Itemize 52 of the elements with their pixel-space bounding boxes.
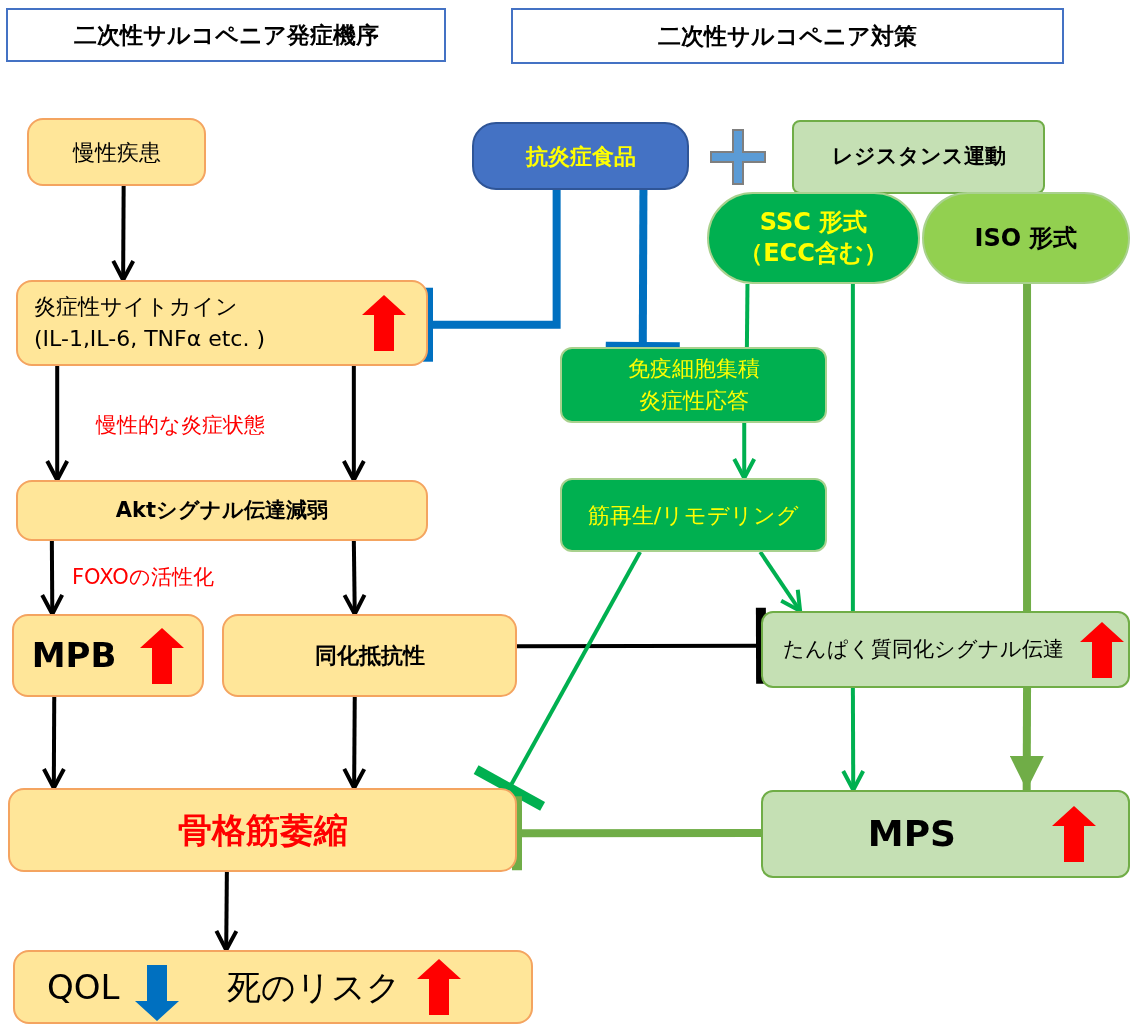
box-label: Aktシグナル伝達減弱 xyxy=(115,496,329,524)
arrow xyxy=(214,872,239,952)
box-label: MPB xyxy=(31,634,117,677)
arrow xyxy=(342,540,367,616)
box-label: ISO 形式 xyxy=(974,223,1078,254)
arrow xyxy=(45,366,70,482)
box-label: 免疫細胞集積炎症性応答 xyxy=(626,355,761,415)
box-sublabel: (IL-1,IL-6, TNFα etc. ) xyxy=(34,325,266,353)
process-box xyxy=(13,950,533,1024)
arrow xyxy=(40,541,65,616)
inhibition-line xyxy=(471,551,642,812)
box-label: 炎症性サイトカイン xyxy=(34,293,238,322)
exercise-box xyxy=(792,120,1045,194)
header-box xyxy=(6,8,446,62)
arrow xyxy=(342,697,367,790)
box-label: QOL xyxy=(47,965,120,1009)
process-box xyxy=(27,118,206,186)
process-box xyxy=(16,280,428,366)
box-label: 筋再生/リモデリング xyxy=(587,501,800,530)
annotation-text: 慢性的な炎症状態 xyxy=(96,412,265,439)
annotation-text: FOXOの活性化 xyxy=(72,564,214,591)
connector-line xyxy=(744,283,750,348)
result-box xyxy=(761,611,1130,688)
process-box xyxy=(222,614,517,697)
process-box xyxy=(8,788,517,872)
box-label: 抗炎症食品 xyxy=(525,142,636,171)
box-label: たんぱく質同化シグナル伝達 xyxy=(783,635,1064,663)
arrow xyxy=(111,186,136,282)
process-box xyxy=(12,614,204,697)
arrow xyxy=(732,423,757,480)
process-box xyxy=(560,347,827,423)
box-label: SSC 形式（ECC含む） xyxy=(738,206,889,269)
arrow xyxy=(758,550,803,613)
box-label: 二次性サルコペニア発症機序 xyxy=(73,20,379,50)
box-label: 慢性疾患 xyxy=(72,138,161,167)
box-label: 同化抵抗性 xyxy=(314,642,425,670)
arrow xyxy=(841,688,866,792)
food-box xyxy=(472,122,689,190)
connector-line xyxy=(1023,284,1032,611)
arrow xyxy=(1009,688,1044,790)
arrow xyxy=(341,366,366,482)
header-box xyxy=(511,8,1064,64)
process-box xyxy=(560,478,827,552)
box-label: レジスタンス運動 xyxy=(831,143,1006,171)
arrow xyxy=(41,697,66,790)
process-box xyxy=(16,480,428,541)
box-label: 二次性サルコペニア対策 xyxy=(658,21,917,51)
connector-line xyxy=(850,284,855,611)
box-label: MPS xyxy=(867,812,956,856)
box-label: 死のリスク xyxy=(227,965,402,1009)
result-box xyxy=(761,790,1130,878)
box-label: 骨格筋萎縮 xyxy=(177,808,348,852)
